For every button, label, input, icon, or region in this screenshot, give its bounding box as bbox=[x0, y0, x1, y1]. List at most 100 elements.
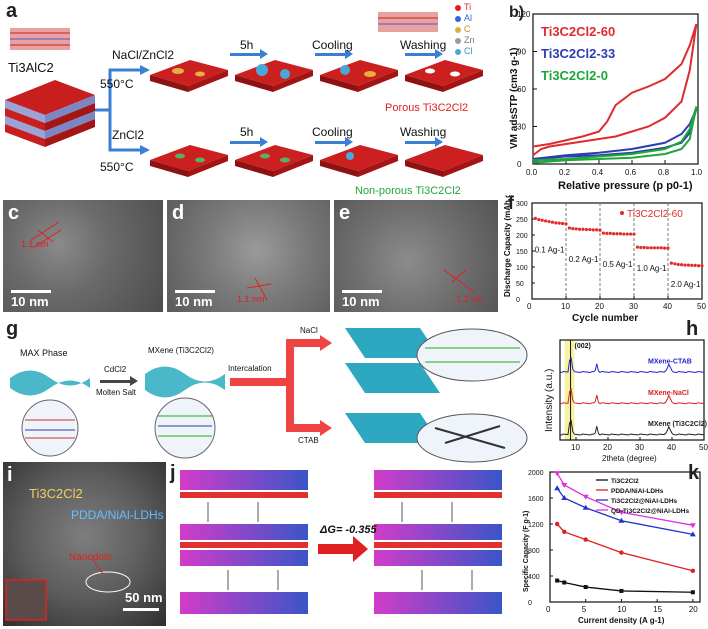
delta-g-arrow bbox=[318, 536, 368, 562]
chart-b-series-0 bbox=[532, 23, 698, 157]
nacl-label: NaCl bbox=[300, 326, 318, 335]
chart-b-ytick-label: 30 bbox=[517, 123, 526, 132]
mxene-zoom bbox=[154, 397, 216, 459]
crystal-structure-icon bbox=[10, 28, 70, 50]
chart-k-marker bbox=[690, 568, 696, 573]
chart-k-legend-label-1: PDDA/NiAl-LDHs bbox=[611, 488, 664, 495]
chart-h-xtick-label: 10 bbox=[571, 443, 580, 452]
chart-f-point bbox=[659, 246, 663, 250]
mxene-label: MXene (Ti3C2Cl2) bbox=[148, 346, 214, 355]
chart-f-point bbox=[581, 227, 585, 231]
panel-d-measure: 1.1 nm bbox=[237, 294, 265, 304]
chart-b-series-1 bbox=[532, 108, 698, 163]
chart-f-ytick-label: 200 bbox=[516, 233, 528, 240]
chart-f-point bbox=[578, 227, 582, 231]
chart-k-marker bbox=[554, 521, 560, 527]
panel-i-label-ldh: PDDA/NiAl-LDHs bbox=[71, 508, 164, 522]
step-cooling-top: Cooling bbox=[312, 38, 353, 52]
chart-f-point bbox=[656, 246, 660, 250]
chart-f-point bbox=[622, 232, 626, 236]
panel-a-svg bbox=[5, 5, 483, 177]
chart-f-point bbox=[669, 261, 673, 265]
chart-b-xlabel: Relative pressure (p p0-1) bbox=[558, 180, 693, 192]
chart-f-xtick-label: 0 bbox=[527, 302, 532, 311]
chart-f-point bbox=[629, 232, 633, 236]
panel-label-b: b) bbox=[509, 4, 525, 21]
chart-f-point bbox=[697, 264, 701, 268]
chart-k-marker bbox=[561, 483, 568, 488]
product-crystal-icon bbox=[378, 12, 438, 32]
chart-k-marker bbox=[562, 529, 567, 534]
chart-f-legend-marker bbox=[620, 211, 624, 215]
chart-f-point bbox=[700, 264, 704, 268]
nacl-zoom bbox=[416, 328, 528, 382]
panel-e-scalebar bbox=[342, 290, 382, 293]
panel-label-i: i bbox=[7, 464, 13, 486]
chart-k-marker bbox=[618, 517, 625, 523]
legend-ti: Ti bbox=[464, 2, 472, 12]
chart-f-point bbox=[564, 222, 568, 226]
chart-k-xtick-label: 5 bbox=[582, 605, 587, 614]
chart-k-marker bbox=[619, 588, 624, 593]
legend-c: C bbox=[464, 24, 471, 34]
chart-k-series-0 bbox=[556, 579, 693, 593]
step-5h-bottom: 5h bbox=[240, 125, 254, 139]
panel-c-lattice bbox=[30, 221, 62, 249]
chart-b-legend-0: Ti3C2Cl2-60 bbox=[541, 24, 615, 39]
chart-k-marker bbox=[689, 523, 696, 529]
chart-h-xlabel: 2theta (degree) bbox=[602, 454, 657, 463]
chart-f-rate-label-2: 0.5 Ag-1 bbox=[603, 260, 633, 269]
panel-label-h: h bbox=[686, 318, 699, 340]
chart-f-point bbox=[663, 246, 667, 250]
chart-f-xtick-label: 50 bbox=[697, 302, 706, 311]
panel-e-tem-image: e 1.2 nm 10 nm bbox=[334, 200, 498, 312]
panel-j-svg bbox=[180, 470, 502, 614]
chart-h-series-label-2: MXene (Ti3C2Cl2) bbox=[648, 421, 707, 428]
panel-label-g: g bbox=[6, 318, 19, 340]
chart-h-xtick-label: 30 bbox=[635, 443, 644, 452]
delta-g-label: ΔG= -0.355 bbox=[320, 524, 377, 536]
route2-temp-label: 550°C bbox=[100, 160, 134, 174]
panel-c-scalebar bbox=[11, 290, 51, 293]
chart-f-ytick-label: 100 bbox=[516, 265, 528, 272]
chart-k-ytick-label: 800 bbox=[528, 548, 540, 555]
max-phase-zoom bbox=[21, 399, 79, 457]
panel-g-intercalation-scheme: g MAX Phase CdCl2 Molten Salt MXene (Ti3… bbox=[0, 318, 540, 466]
chart-k-xlabel: Current density (A g-1) bbox=[578, 616, 665, 625]
chart-k-marker bbox=[561, 495, 568, 500]
chart-f-point bbox=[574, 227, 578, 231]
chart-b-xtick-label: 0.0 bbox=[526, 168, 538, 177]
chart-f-ytick-label: 150 bbox=[516, 249, 528, 256]
route-arrows bbox=[95, 68, 140, 152]
chart-f-ylabel: Discharge Capacity (mAh g-1) bbox=[503, 195, 512, 297]
legend-zn: Zn bbox=[464, 35, 475, 45]
cdcl2-label: CdCl2 bbox=[104, 365, 127, 374]
panel-label-f: f bbox=[508, 195, 514, 213]
panel-a-synthesis-scheme: a Ti3AlC2 Ti Al C Zn Cl NaCl/ZnCl2 550°C… bbox=[0, 0, 505, 205]
ctab-intercalated-stack bbox=[345, 413, 440, 443]
chart-f-point bbox=[550, 220, 554, 224]
panel-d-scale-label: 10 nm bbox=[175, 294, 213, 309]
chart-f-point bbox=[618, 232, 622, 236]
chart-h-xtick-label: 20 bbox=[603, 443, 612, 452]
chart-f-rate-label-0: 0.1 Ag-1 bbox=[535, 245, 565, 254]
chart-f-point bbox=[686, 263, 690, 267]
chart-b-ytick-label: 90 bbox=[517, 48, 526, 57]
chart-f-point bbox=[601, 231, 605, 235]
chart-f-point bbox=[615, 232, 619, 236]
chart-f-point bbox=[608, 231, 612, 235]
chart-f-rate-label-1: 0.2 Ag-1 bbox=[569, 255, 599, 264]
right-structure bbox=[374, 470, 502, 614]
chart-f-point bbox=[666, 246, 670, 250]
step-5h-top: 5h bbox=[240, 38, 254, 52]
panel-c-scale-label: 10 nm bbox=[11, 294, 49, 309]
panel-i-overlay bbox=[5, 559, 131, 621]
atom-legend bbox=[455, 5, 461, 55]
intercalation-label: Intercalation bbox=[228, 364, 272, 373]
ctab-label: CTAB bbox=[298, 436, 319, 445]
panel-label-j: j bbox=[170, 462, 176, 484]
